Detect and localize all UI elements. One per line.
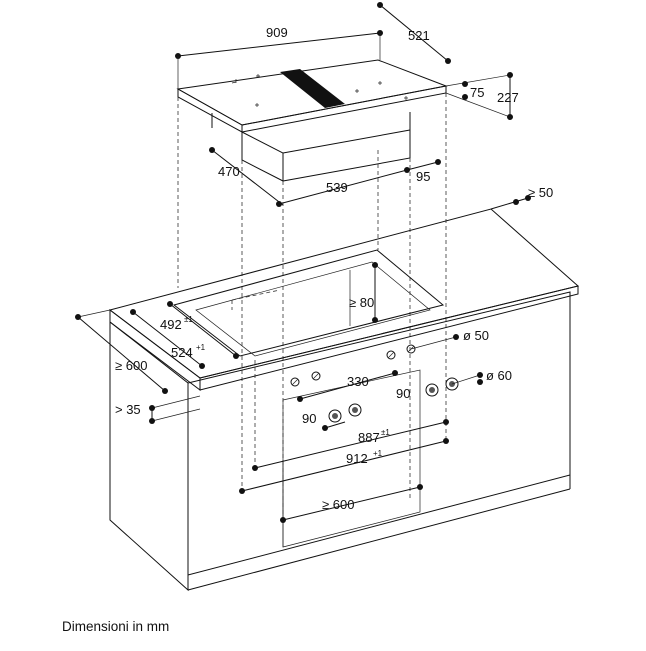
dim-line-909 [177, 32, 381, 57]
label-body-width: 539 [326, 180, 348, 195]
hob-glass-edge-left [177, 88, 243, 133]
label-hole-large: ø 60 [486, 368, 512, 383]
worktop-cutout-inner [195, 261, 431, 357]
label-worktop-thickness: > 35 [115, 402, 141, 417]
label-hob-depth: 521 [408, 28, 430, 43]
hob-vent-slot [280, 69, 345, 108]
label-knob-gap-left: 90 [302, 411, 316, 426]
label-cutout-width-tol: +1 [196, 343, 206, 352]
caption-units: Dimensioni in mm [62, 619, 170, 634]
label-knob-spacing: 330 [347, 374, 369, 389]
dim-line-521 [379, 4, 449, 62]
dim-line-539 [278, 169, 408, 205]
label-body-depth: 470 [218, 164, 240, 179]
label-cutout-height: ≥ 80 [349, 295, 374, 310]
cabinet [108, 208, 580, 592]
label-frame-height: 75 [470, 85, 484, 100]
hob-unit [176, 59, 448, 182]
hob-body-front [282, 129, 411, 182]
label-cutout-width: 524 [171, 345, 193, 360]
worktop-side-edge [109, 308, 201, 392]
label-worktop-depth: ≥ 600 [115, 358, 147, 373]
label-knob-gap-right: 90 [396, 386, 410, 401]
worktop-cutout [172, 249, 445, 357]
label-total-height: 227 [497, 90, 519, 105]
projection-lines [177, 93, 447, 520]
dim-line-470 [211, 149, 284, 206]
label-body-offset: 95 [416, 169, 430, 184]
hob-dimensions: 909 521 75 227 470 539 95 [175, 2, 519, 207]
cabinet-dimensions: ≥ 50 492 ±1 524 +1 ≥ 80 ≥ 600 > 35 ø 50 … [75, 185, 553, 523]
label-cabinet-width: 912 [346, 451, 368, 466]
label-cutout-depth: 492 [160, 317, 182, 332]
hob-body-side [241, 131, 284, 182]
label-cutout-depth-tol: ±1 [184, 315, 193, 324]
label-cabinet-inner-width: ≥ 600 [322, 497, 354, 512]
hob-glass-edge-front [241, 85, 447, 133]
control-knobs [290, 344, 459, 423]
label-hole-small: ø 50 [463, 328, 489, 343]
label-cabinet-opening-tol: ±1 [381, 428, 390, 437]
label-hob-width: 909 [266, 25, 288, 40]
label-cabinet-width-tol: +1 [373, 449, 383, 458]
label-cabinet-opening: 887 [358, 430, 380, 445]
hob-zone-markers [231, 74, 408, 107]
label-wall-clearance: ≥ 50 [528, 185, 553, 200]
